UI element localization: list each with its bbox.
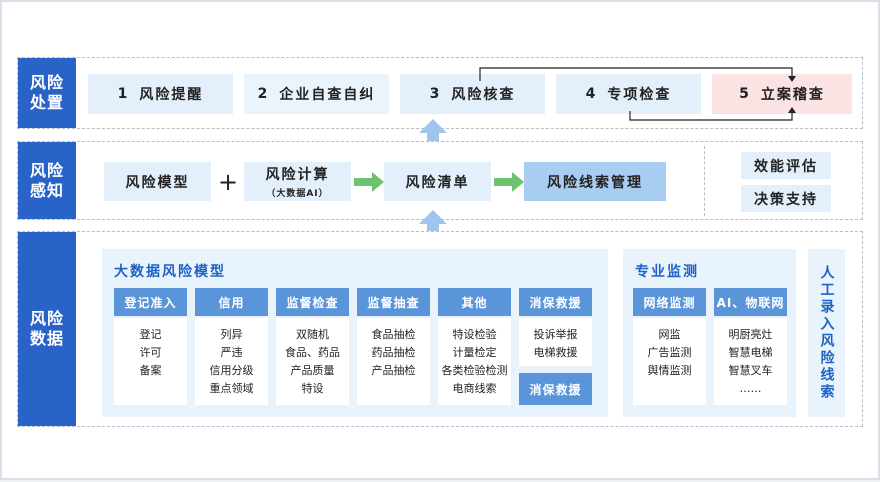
band-label-perception: 风险 感知 (18, 142, 76, 219)
list-item: 信用分级 (209, 364, 254, 377)
band-label-data: 风险 数据 (18, 232, 76, 426)
bigdata-panel: 大数据风险模型 登记准入 登记 许可 备案 信用 列异 严违 信用分级 重点领域… (102, 249, 608, 417)
monitor-panel: 专业监测 网络监测 网监 广告监测 舆情监测 AI、物联网 明厨亮灶 智慧电梯 … (623, 249, 796, 417)
list-item: 药品抽检 (371, 346, 416, 359)
decision-label: 决策支持 (754, 191, 818, 208)
list-item: 投诉举报 (533, 328, 578, 341)
up-arrow-to-disposal (419, 119, 447, 149)
col-body-other: 特设检验 计量检定 各类检验检测 电商线索 (438, 318, 511, 405)
col-body-consumer: 投诉举报 电梯救援 (519, 318, 592, 366)
step-1-box: 1 风险提醒 (88, 74, 233, 114)
step-5-label: 立案稽查 (760, 87, 825, 103)
band-risk-data: 风险 数据 大数据风险模型 登记准入 登记 许可 备案 信用 列异 严违 信用分… (17, 231, 863, 427)
list-item: 网监 (658, 328, 681, 341)
list-item: 食品、药品 (285, 346, 340, 359)
manual-entry-label: 人工录入风险线索 (818, 265, 835, 401)
list-item: 严违 (220, 346, 243, 359)
list-item: 产品抽检 (371, 364, 416, 377)
list-item: 许可 (139, 346, 162, 359)
plus-sign: + (216, 162, 240, 201)
bigdata-title: 大数据风险模型 (114, 264, 226, 280)
step-3-label: 风险核查 (451, 87, 516, 103)
band-label-disposal: 风险 处置 (18, 58, 76, 128)
list-item: 计量检定 (452, 346, 497, 359)
list-item: 明厨亮灶 (728, 328, 773, 341)
step-1-label: 风险提醒 (139, 87, 204, 103)
list-item: 舆情监测 (647, 364, 692, 377)
eval-divider (704, 146, 705, 216)
step-4-label: 专项检查 (607, 87, 672, 103)
col-head-credit: 信用 (195, 288, 268, 316)
step-5-box: 5 立案稽查 (712, 74, 852, 114)
green-arrow-1 (354, 172, 384, 192)
band-risk-perception: 风险 感知 风险模型 + 风险计算 （大数据AI） 风险清单 风险线索管理 效能… (17, 141, 863, 220)
step-2-label: 企业自查自纠 (279, 87, 376, 103)
list-item: 特设检验 (452, 328, 497, 341)
risk-list-label: 风险清单 (405, 174, 470, 191)
risk-list-box: 风险清单 (384, 162, 491, 201)
col-body-credit: 列异 严违 信用分级 重点领域 (195, 318, 268, 405)
risk-model-label: 风险模型 (125, 174, 190, 191)
list-item: 电商线索 (452, 382, 497, 395)
clue-mgmt-label: 风险线索管理 (547, 174, 643, 191)
col-body-registration: 登记 许可 备案 (114, 318, 187, 405)
list-item: 特设 (301, 382, 324, 395)
col-head-registration: 登记准入 (114, 288, 187, 316)
list-item: 智慧电梯 (728, 346, 773, 359)
col-head-consumer: 消保救援 (519, 288, 592, 316)
col-body-ai-iot: 明厨亮灶 智慧电梯 智慧叉车 …… (714, 318, 787, 405)
list-item: 登记 (139, 328, 162, 341)
list-item: 双随机 (296, 328, 329, 341)
col-head-consumer-extra: 消保救援 (519, 373, 592, 405)
step-1-num: 1 (117, 86, 128, 102)
col-head-ai-iot: AI、物联网 (714, 288, 787, 316)
col-body-inspection: 双随机 食品、药品 产品质量 特设 (276, 318, 349, 405)
step-4-num: 4 (585, 86, 596, 102)
eval-box: 效能评估 (741, 152, 831, 179)
col-body-network: 网监 广告监测 舆情监测 (633, 318, 706, 405)
risk-calc-label: 风险计算 (265, 167, 330, 183)
list-item: 食品抽检 (371, 328, 416, 341)
col-body-sampling: 食品抽检 药品抽检 产品抽检 (357, 318, 430, 405)
step-3-box: 3 风险核查 (400, 74, 545, 114)
list-item: 各类检验检测 (441, 364, 508, 377)
col-head-other: 其他 (438, 288, 511, 316)
eval-label: 效能评估 (754, 158, 818, 175)
col-head-network: 网络监测 (633, 288, 706, 316)
risk-calc-sub: （大数据AI） (266, 189, 329, 199)
list-item: 备案 (139, 364, 162, 377)
step-2-box: 2 企业自查自纠 (244, 74, 389, 114)
list-item: …… (739, 382, 762, 395)
col-head-sampling: 监督抽查 (357, 288, 430, 316)
manual-entry-panel: 人工录入风险线索 (808, 249, 845, 417)
monitor-title: 专业监测 (635, 264, 699, 280)
list-item: 产品质量 (290, 364, 335, 377)
list-item: 重点领域 (209, 382, 254, 395)
up-arrow-to-perception (419, 210, 447, 240)
decision-box: 决策支持 (741, 185, 831, 212)
risk-calc-box: 风险计算 （大数据AI） (244, 162, 351, 201)
step-4-box: 4 专项检查 (556, 74, 701, 114)
plus-text: + (217, 167, 239, 196)
band-label-text: 风险 感知 (29, 160, 64, 200)
clue-mgmt-box: 风险线索管理 (524, 162, 666, 201)
step-5-num: 5 (739, 86, 749, 102)
col-head-inspection: 监督检查 (276, 288, 349, 316)
green-arrow-2 (494, 172, 524, 192)
list-item: 广告监测 (647, 346, 692, 359)
list-item: 电梯救援 (533, 346, 578, 359)
band-label-text: 风险 数据 (29, 309, 64, 348)
band-label-text: 风险 处置 (29, 73, 64, 112)
risk-model-box: 风险模型 (104, 162, 211, 201)
step-2-num: 2 (257, 86, 268, 102)
list-item: 智慧叉车 (728, 364, 773, 377)
step-3-num: 3 (429, 86, 440, 102)
list-item: 列异 (220, 328, 243, 341)
